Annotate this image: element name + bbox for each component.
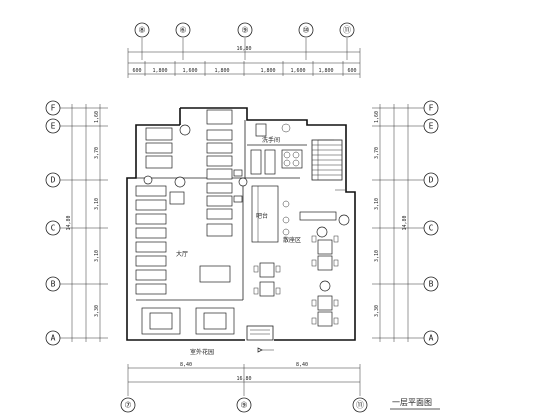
grid-bubble-top-1 xyxy=(134,22,150,38)
grid-label-right-A: A xyxy=(429,334,434,343)
left-grid-bubbles: F E D C B A 14,80 1,60 3,70 3,10 3,10 3,… xyxy=(45,100,108,346)
dim-left-overall: 14,80 xyxy=(66,215,72,230)
grid-label-top-4: ⑩ xyxy=(302,26,309,35)
building-walls xyxy=(126,107,356,341)
top-grid-bubbles: ⑧ ⑥ ⑨ ⑩ ⑪ xyxy=(134,22,355,60)
top-dimensions: 16,80 600 1,800 1,600 1,800 1,800 1,600 … xyxy=(127,46,361,78)
grid-bubble-bottom-3 xyxy=(352,397,368,413)
grid-bubble-top-4 xyxy=(298,22,314,38)
grid-label-left-C: C xyxy=(51,224,56,233)
dim-left-5: 3,30 xyxy=(94,305,100,317)
grid-bubble-top-2 xyxy=(175,22,191,38)
dim-top-2: 1,800 xyxy=(152,68,167,74)
grid-label-top-5: ⑪ xyxy=(343,26,351,35)
dim-right-overall: 14,80 xyxy=(402,215,408,230)
hall-right-label: 散座区 xyxy=(283,236,301,244)
dim-left-3: 3,10 xyxy=(94,198,100,210)
grid-label-top-3: ⑨ xyxy=(241,26,248,35)
staircase xyxy=(311,139,345,191)
bottom-dimensions: 8,40 8,40 16,80 xyxy=(127,362,361,396)
grid-label-right-B: B xyxy=(429,280,434,289)
dim-left-1: 1,60 xyxy=(94,111,100,123)
dim-top-4: 1,800 xyxy=(214,68,229,74)
grid-label-left-D: D xyxy=(51,176,56,185)
grid-label-top-2: ⑥ xyxy=(179,26,186,35)
dim-right-4: 3,10 xyxy=(374,250,380,262)
grid-label-right-E: E xyxy=(429,122,434,131)
plan-title: 一层平面图 xyxy=(392,398,432,407)
right-grid-bubbles: F E D C B A 1,60 3,70 3,10 3,10 3,30 14,… xyxy=(372,100,439,346)
dim-bottom-overall: 16,80 xyxy=(236,376,251,382)
outdoor-label: 室外花园 xyxy=(190,348,214,356)
grid-bubble-top-5 xyxy=(339,22,355,38)
grid-label-bottom-3: ⑪ xyxy=(356,401,364,410)
grid-label-left-F: F xyxy=(51,104,56,113)
dining-tables-right xyxy=(253,211,339,327)
bar-label: 吧台 xyxy=(256,212,268,220)
dim-top-3: 1,600 xyxy=(182,68,197,74)
grid-label-right-F: F xyxy=(429,104,434,113)
bar-counter xyxy=(251,185,290,243)
dim-top-1: 600 xyxy=(132,68,141,74)
grid-label-left-A: A xyxy=(51,334,56,343)
grid-bubble-bottom-1 xyxy=(120,397,136,413)
hall-left-label: 大厅 xyxy=(176,250,188,258)
kitchen-label: 洗手间 xyxy=(262,136,280,144)
grid-label-right-C: C xyxy=(429,224,434,233)
dim-left-2: 3,70 xyxy=(94,147,100,159)
dim-top-5: 1,800 xyxy=(260,68,275,74)
dim-top-6: 1,600 xyxy=(290,68,305,74)
dim-top-overall: 16,80 xyxy=(236,46,251,52)
dim-right-2: 3,70 xyxy=(374,147,380,159)
grid-bubble-top-3 xyxy=(237,22,253,38)
booth-seating-middle xyxy=(206,109,243,237)
bottom-grid-bubbles: ⑦ ⑨ ⑪ xyxy=(120,397,368,413)
kitchen-fixtures xyxy=(250,123,303,175)
grid-label-bottom-2: ⑨ xyxy=(240,401,247,410)
grid-label-left-E: E xyxy=(51,122,56,131)
dim-top-8: 600 xyxy=(347,68,356,74)
grid-label-right-D: D xyxy=(429,176,434,185)
grid-bubble-bottom-2 xyxy=(236,397,252,413)
sofa-sets-bottom xyxy=(141,307,235,335)
grid-label-left-B: B xyxy=(51,280,56,289)
dim-bottom-2: 8,40 xyxy=(296,362,308,368)
dim-top-7: 1,800 xyxy=(318,68,333,74)
grid-label-top-1: ⑧ xyxy=(138,26,145,35)
dim-right-3: 3,10 xyxy=(374,198,380,210)
dim-right-5: 3,30 xyxy=(374,305,380,317)
entrance xyxy=(246,325,274,353)
dim-right-1: 1,60 xyxy=(374,111,380,123)
dim-bottom-1: 8,40 xyxy=(180,362,192,368)
plants xyxy=(143,124,350,292)
booth-seating-left xyxy=(135,127,231,295)
grid-label-bottom-1: ⑦ xyxy=(124,401,131,410)
dim-left-4: 3,10 xyxy=(94,250,100,262)
